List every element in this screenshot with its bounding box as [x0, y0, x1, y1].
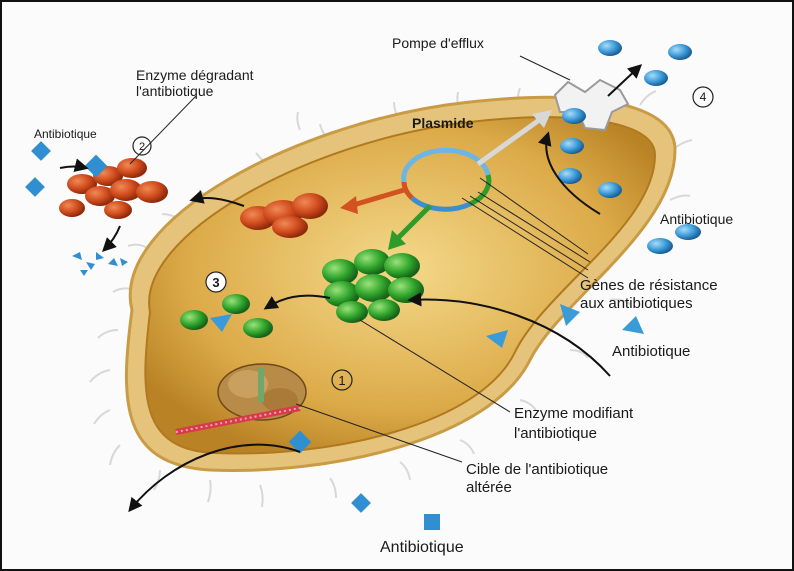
label-antibiotique-mid-right: Antibiotique: [612, 343, 690, 360]
label-antibiotique-bottom: Antibiotique: [380, 539, 464, 556]
svg-text:3: 3: [212, 275, 219, 290]
label-genes-2: aux antibiotiques: [580, 295, 693, 312]
svg-text:2: 2: [139, 141, 145, 153]
label-pompe: Pompe d'efflux: [392, 35, 484, 51]
badge-3: 3: [206, 272, 226, 292]
label-enzyme-modifiant-2: l'antibiotique: [514, 425, 597, 442]
svg-text:4: 4: [700, 90, 707, 104]
label-antibiotique-right: Antibiotique: [660, 211, 733, 227]
svg-text:1: 1: [338, 373, 345, 388]
label-enzyme-modifiant: Enzyme modifiant: [514, 405, 634, 422]
label-antibiotique-top-left: Antibiotique: [34, 127, 97, 141]
label-cible-2: altérée: [466, 479, 512, 496]
label-enzyme-degradant-2: l'antibiotique: [136, 83, 214, 99]
label-plasmide: Plasmide: [412, 115, 474, 131]
label-enzyme-degradant: Enzyme dégradant: [136, 67, 254, 83]
label-cible: Cible de l'antibiotique: [466, 461, 608, 478]
label-genes: Gènes de résistance: [580, 277, 718, 294]
